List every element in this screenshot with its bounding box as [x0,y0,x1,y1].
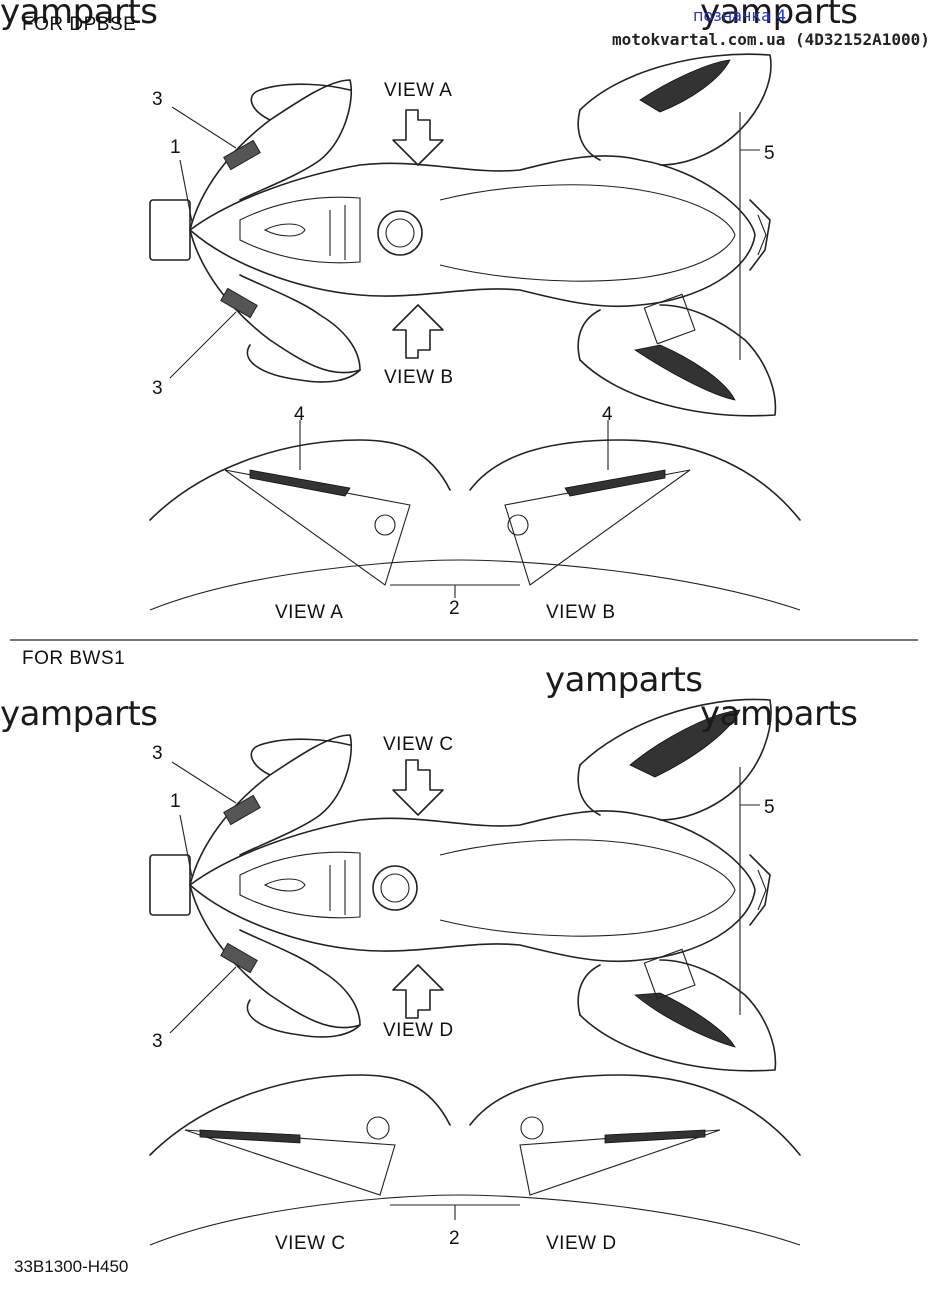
watermark-mid-right: yamparts [545,660,703,700]
callout-1-2: 1 [170,791,181,812]
callout-2: 2 [449,598,460,619]
section-title-bws1: FOR BWS1 [22,648,126,669]
watermark-mid-left: yamparts [0,694,158,734]
diagram-code: 33B1300-H450 [14,1257,129,1276]
view-a-label-top: VIEW A [384,80,453,101]
atv-top-view-1 [149,53,777,417]
watermark-top-right: yamparts [700,0,858,32]
callout-4-left: 4 [294,404,305,425]
site-reference: motokvartal.com.ua (4D32152A1000) [612,30,930,49]
detail-view-c-label: VIEW C [275,1233,346,1254]
callout-2-2: 2 [449,1228,460,1249]
detail-views-2 [149,1074,801,1246]
callout-4-right: 4 [602,404,613,425]
callout-3-upper-2: 3 [152,743,163,764]
callout-1: 1 [170,137,181,158]
detail-view-b-label: VIEW B [546,602,616,623]
detail-view-d-label: VIEW D [546,1233,617,1254]
view-b-label-bottom: VIEW B [384,367,454,388]
detail-views-1 [149,420,801,611]
watermark-top-left: yamparts [0,0,158,32]
callout-3-lower-2: 3 [152,1031,163,1052]
atv-top-view-2 [149,698,777,1072]
view-d-label-bottom: VIEW D [383,1020,454,1041]
callout-3-lower: 3 [152,378,163,399]
view-c-label-top: VIEW C [383,734,454,755]
ref-link[interactable]: позначка 4 [693,6,787,25]
watermark-mid-right-2: yamparts [700,694,858,734]
callout-5-2: 5 [764,797,775,818]
section-title-top-left: FOR DPBSE [22,14,137,35]
detail-view-a-label: VIEW A [275,602,344,623]
callout-3-upper: 3 [152,89,163,110]
callout-5: 5 [764,143,775,164]
